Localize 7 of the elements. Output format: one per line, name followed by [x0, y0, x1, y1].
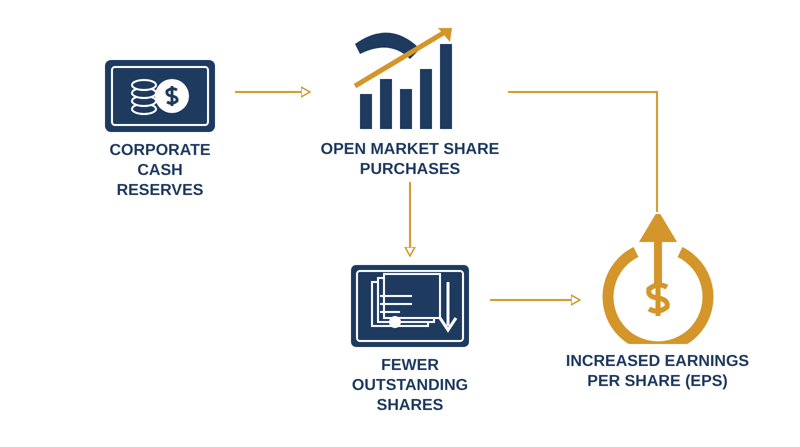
arrow: [235, 86, 311, 98]
arrow: [490, 294, 581, 306]
node-label: CORPORATE CASH RESERVES: [108, 141, 212, 201]
node-label: INCREASED EARNINGS PER SHARE (EPS): [564, 352, 750, 392]
node-label: OPEN MARKET SHARE PURCHASES: [320, 140, 500, 180]
arrow: [404, 182, 416, 257]
node-label: FEWER OUTSTANDING SHARES: [350, 356, 470, 416]
